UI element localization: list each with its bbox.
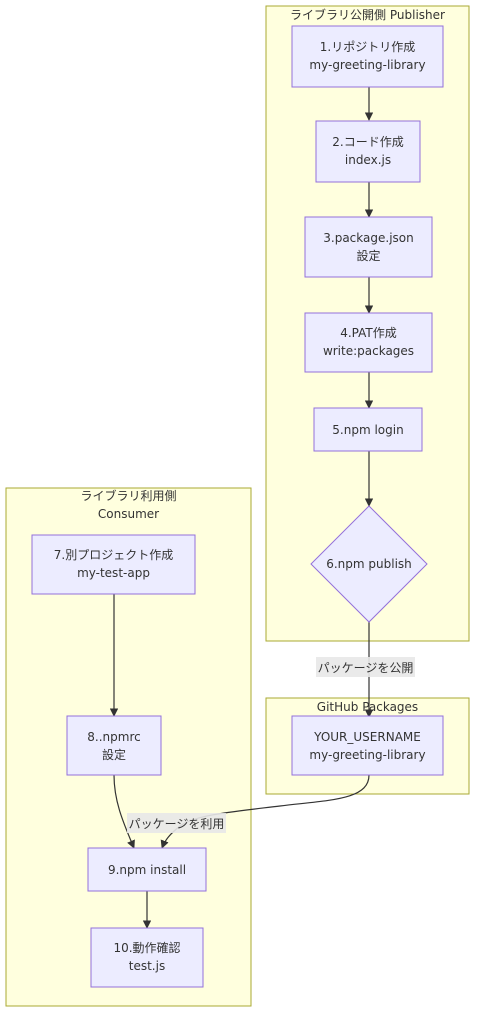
- node-5: 5.npm login: [313, 407, 423, 452]
- node-4-line2: write:packages: [323, 344, 414, 358]
- node-7-line2: my-test-app: [77, 566, 150, 580]
- node-2-line2: index.js: [345, 153, 391, 167]
- node-10-line2: test.js: [129, 959, 165, 973]
- edge-label-publish-text: パッケージを公開: [318, 661, 414, 675]
- node-9: 9.npm install: [87, 847, 207, 892]
- node-6-decision: 6.npm publish: [310, 505, 428, 623]
- node-3-line1: 3.package.json: [323, 231, 413, 245]
- node-8-line2: 設定: [102, 747, 126, 762]
- edge-label-publish: パッケージを公開: [316, 657, 415, 677]
- node-3: 3.package.json 設定: [304, 216, 433, 278]
- node-5-label: 5.npm login: [332, 423, 403, 437]
- edges: [109, 87, 374, 929]
- node-7: 7.別プロジェクト作成 my-test-app: [31, 534, 196, 595]
- node-repo-line2: my-greeting-library: [309, 748, 425, 762]
- node-4-line1: 4.PAT作成: [340, 326, 397, 340]
- node-1-line1: 1.リポジトリ作成: [320, 40, 415, 54]
- node-10-line1: 10.動作確認: [113, 940, 180, 955]
- cluster-consumer-title-line2: Consumer: [98, 507, 159, 521]
- cluster-github-title: GitHub Packages: [317, 700, 418, 714]
- node-9-label: 9.npm install: [108, 863, 186, 877]
- node-10: 10.動作確認 test.js: [90, 927, 204, 988]
- node-2-line1: 2.コード作成: [332, 135, 403, 149]
- node-3-line2: 設定: [356, 248, 380, 263]
- node-1-line2: my-greeting-library: [309, 58, 425, 72]
- edge-label-use: パッケージを利用: [127, 813, 226, 833]
- node-6-label: 6.npm publish: [326, 557, 412, 571]
- node-repo-line1: YOUR_USERNAME: [313, 730, 421, 744]
- node-2: 2.コード作成 index.js: [315, 120, 421, 183]
- node-8-line1: 8..npmrc: [87, 730, 140, 744]
- cluster-publisher-title: ライブラリ公開側 Publisher: [290, 7, 445, 22]
- edge-repo-9: [160, 774, 370, 849]
- node-4: 4.PAT作成 write:packages: [304, 312, 433, 373]
- node-7-line1: 7.別プロジェクト作成: [54, 548, 173, 562]
- cluster-consumer-title-line1: ライブラリ利用側: [80, 488, 176, 503]
- edge-8-9: [113, 774, 135, 849]
- node-repo: YOUR_USERNAME my-greeting-library: [291, 715, 444, 776]
- node-1: 1.リポジトリ作成 my-greeting-library: [291, 25, 444, 88]
- node-8: 8..npmrc 設定: [66, 715, 162, 776]
- edge-label-use-text: パッケージを利用: [129, 817, 225, 831]
